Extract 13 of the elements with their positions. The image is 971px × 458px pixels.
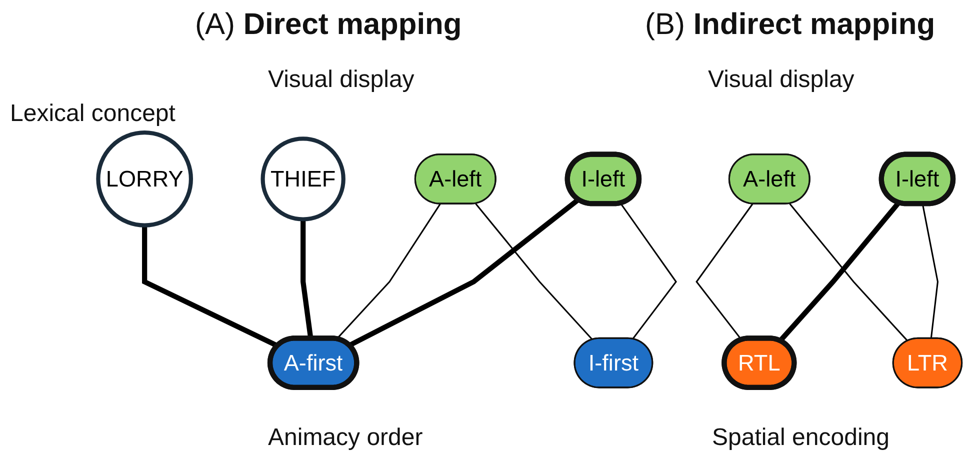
- panel-title: (A) Direct mapping: [195, 8, 462, 42]
- axis-label: Visual display: [268, 66, 414, 94]
- axis-label: Animacy order: [268, 424, 423, 452]
- connector: [789, 203, 908, 342]
- axis-label: Spatial encoding: [712, 424, 890, 452]
- axis-label: Visual display: [708, 66, 854, 94]
- node-circle: LORRY: [96, 130, 194, 228]
- panel-title: (B) Indirect mapping: [645, 8, 936, 42]
- node-circle: THIEF: [260, 136, 346, 222]
- connector: [475, 203, 594, 340]
- connector: [348, 198, 580, 348]
- connector: [620, 202, 677, 340]
- axis-label: Lexical concept: [10, 100, 176, 128]
